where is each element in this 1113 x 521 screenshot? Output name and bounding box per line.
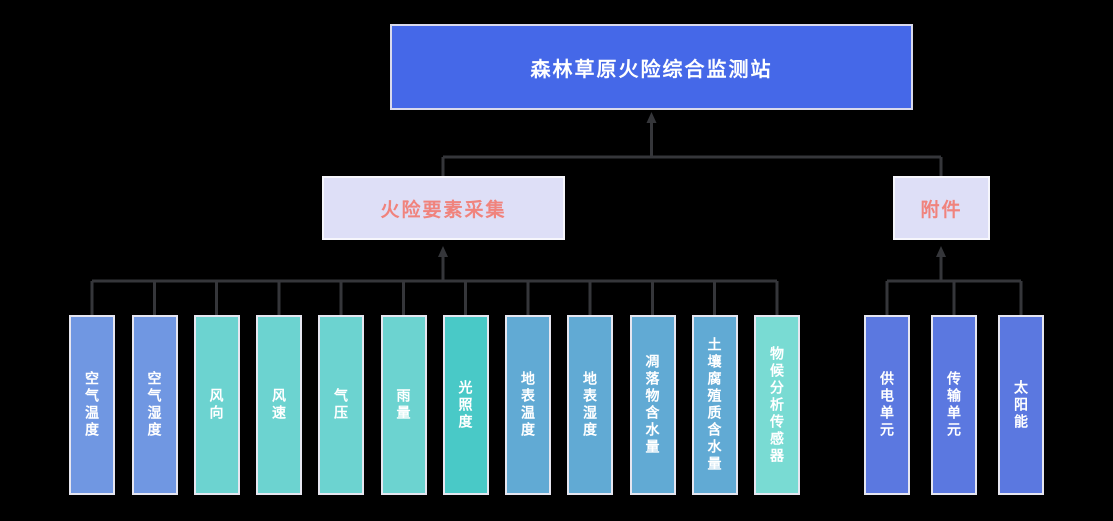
node-phenology-sensor: 物候分析传感器 — [754, 315, 800, 495]
bus-root-to-level2 — [441, 155, 943, 176]
bus-accessory-to-units — [885, 279, 1023, 315]
node-power-unit: 供电单元 — [864, 315, 910, 495]
node-label: 传输单元 — [946, 371, 962, 439]
node-label: 地表温度 — [520, 371, 536, 439]
node-label: 空气湿度 — [146, 371, 163, 439]
bus-collect-to-sensors — [90, 279, 779, 315]
branch-node-fire-risk-elements: 火险要素采集 — [322, 176, 565, 240]
node-label: 风速 — [271, 388, 287, 422]
branch-node-accessories: 附件 — [893, 176, 990, 240]
root-node-label: 森林草原火险综合监测站 — [530, 58, 773, 81]
node-surface-humidity: 地表湿度 — [567, 315, 613, 495]
branch-node-label: 火险要素采集 — [380, 199, 507, 221]
node-soil-humus-moisture: 土壤腐殖质含水量 — [691, 315, 738, 495]
branch-node-label: 附件 — [920, 199, 963, 221]
node-surface-temperature: 地表温度 — [505, 315, 551, 495]
node-air-pressure: 气压 — [318, 315, 364, 495]
node-label: 雨量 — [395, 388, 412, 422]
node-label: 地表湿度 — [582, 371, 598, 439]
node-litter-moisture: 凋落物含水量 — [629, 315, 676, 495]
node-air-temperature: 空气温度 — [69, 315, 115, 495]
node-wind-speed: 风速 — [256, 315, 302, 495]
node-label: 太阳能 — [1013, 379, 1029, 431]
node-solar-power: 太阳能 — [998, 315, 1044, 495]
node-label: 空气温度 — [84, 371, 100, 439]
node-label: 土壤腐殖质含水量 — [706, 337, 723, 473]
node-transmission-unit: 传输单元 — [931, 315, 977, 495]
node-wind-direction: 风向 — [193, 315, 240, 495]
node-label: 凋落物含水量 — [644, 354, 661, 456]
root-node-monitoring-station: 森林草原火险综合监测站 — [390, 24, 913, 110]
node-label: 风向 — [208, 388, 225, 422]
node-illuminance: 光照度 — [442, 315, 489, 495]
node-label: 光照度 — [457, 379, 474, 431]
node-label: 气压 — [333, 388, 349, 422]
node-rainfall: 雨量 — [380, 315, 427, 495]
node-label: 物候分析传感器 — [769, 345, 785, 465]
node-air-humidity: 空气湿度 — [131, 315, 178, 495]
node-label: 供电单元 — [879, 371, 895, 439]
